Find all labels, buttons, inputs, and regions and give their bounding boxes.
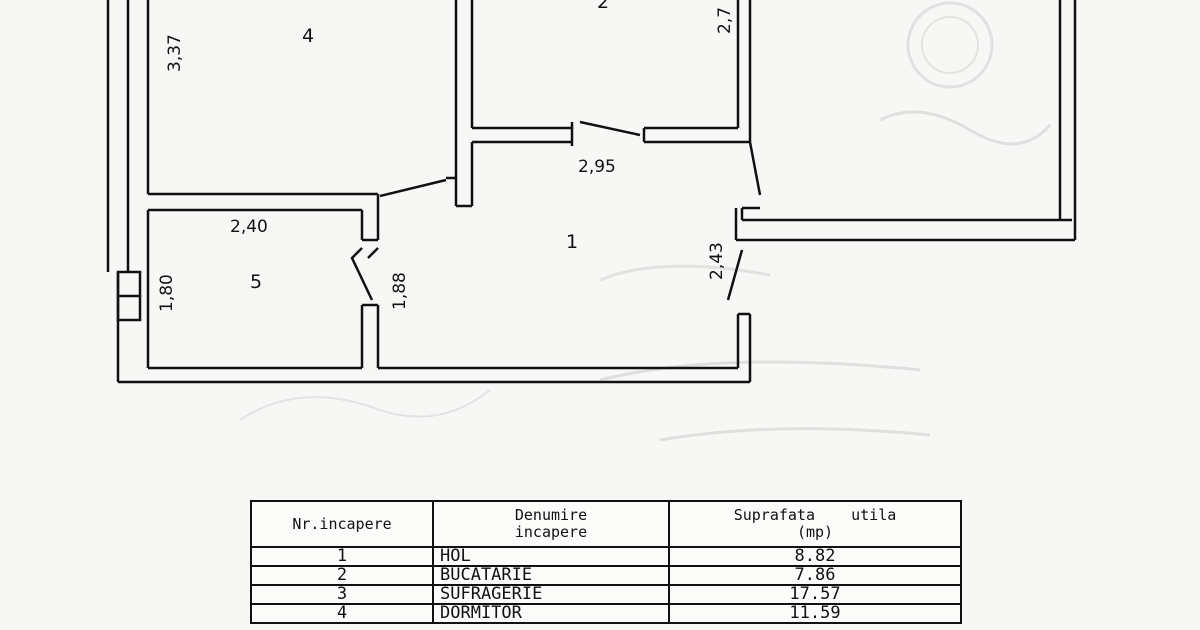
dimension-1-88: 1,88 <box>390 272 410 310</box>
cell-area: 7.86 <box>668 565 962 586</box>
header-area-line1: Suprafata utila <box>733 506 897 524</box>
door-room4 <box>379 178 447 198</box>
cell-area: 11.59 <box>668 603 962 624</box>
door-hall-right <box>726 249 744 301</box>
dimension-1-80: 1,80 <box>157 274 177 312</box>
cell-name: SUFRAGERIE <box>432 584 670 605</box>
cell-nr: 1 <box>250 546 434 567</box>
table-row: 4 DORMITOR 11.59 <box>250 603 962 624</box>
header-room-name-line2: incapere <box>514 523 588 541</box>
room-number-5: 5 <box>250 271 262 293</box>
door-room5 <box>350 247 374 301</box>
header-area: Suprafata utila (mp) <box>668 500 962 548</box>
table-row: 1 HOL 8.82 <box>250 546 962 567</box>
rooms-table: Nr.incapere Denumire incapere Suprafata … <box>250 500 962 624</box>
dimension-2-43: 2,43 <box>707 242 727 280</box>
header-room-number: Nr.incapere <box>250 500 434 548</box>
cell-name: HOL <box>432 546 670 567</box>
room-number-2: 2 <box>597 0 609 13</box>
door-kitchen <box>579 120 641 137</box>
stamp-watermark <box>239 1 1052 442</box>
cell-area: 17.57 <box>668 584 962 605</box>
dimension-2-95: 2,95 <box>578 157 616 177</box>
table-header-row: Nr.incapere Denumire incapere Suprafata … <box>250 500 962 548</box>
cell-nr: 3 <box>250 584 434 605</box>
room-number-4: 4 <box>302 25 314 47</box>
header-room-name-line1: Denumire <box>514 506 588 524</box>
header-area-line2: (mp) <box>796 523 834 541</box>
walls <box>106 0 1077 384</box>
cell-nr: 4 <box>250 603 434 624</box>
cell-area: 8.82 <box>668 546 962 567</box>
cell-name: DORMITOR <box>432 603 670 624</box>
table-row: 2 BUCATARIE 7.86 <box>250 565 962 586</box>
cell-nr: 2 <box>250 565 434 586</box>
header-room-name: Denumire incapere <box>432 500 670 548</box>
door-right <box>748 141 762 196</box>
room-number-1: 1 <box>566 231 578 253</box>
dimension-2-7: 2,7 <box>715 7 735 34</box>
dimension-3-37: 3,37 <box>165 34 185 72</box>
cell-name: BUCATARIE <box>432 565 670 586</box>
dimension-2-40: 2,40 <box>230 217 268 237</box>
table-row: 3 SUFRAGERIE 17.57 <box>250 584 962 605</box>
